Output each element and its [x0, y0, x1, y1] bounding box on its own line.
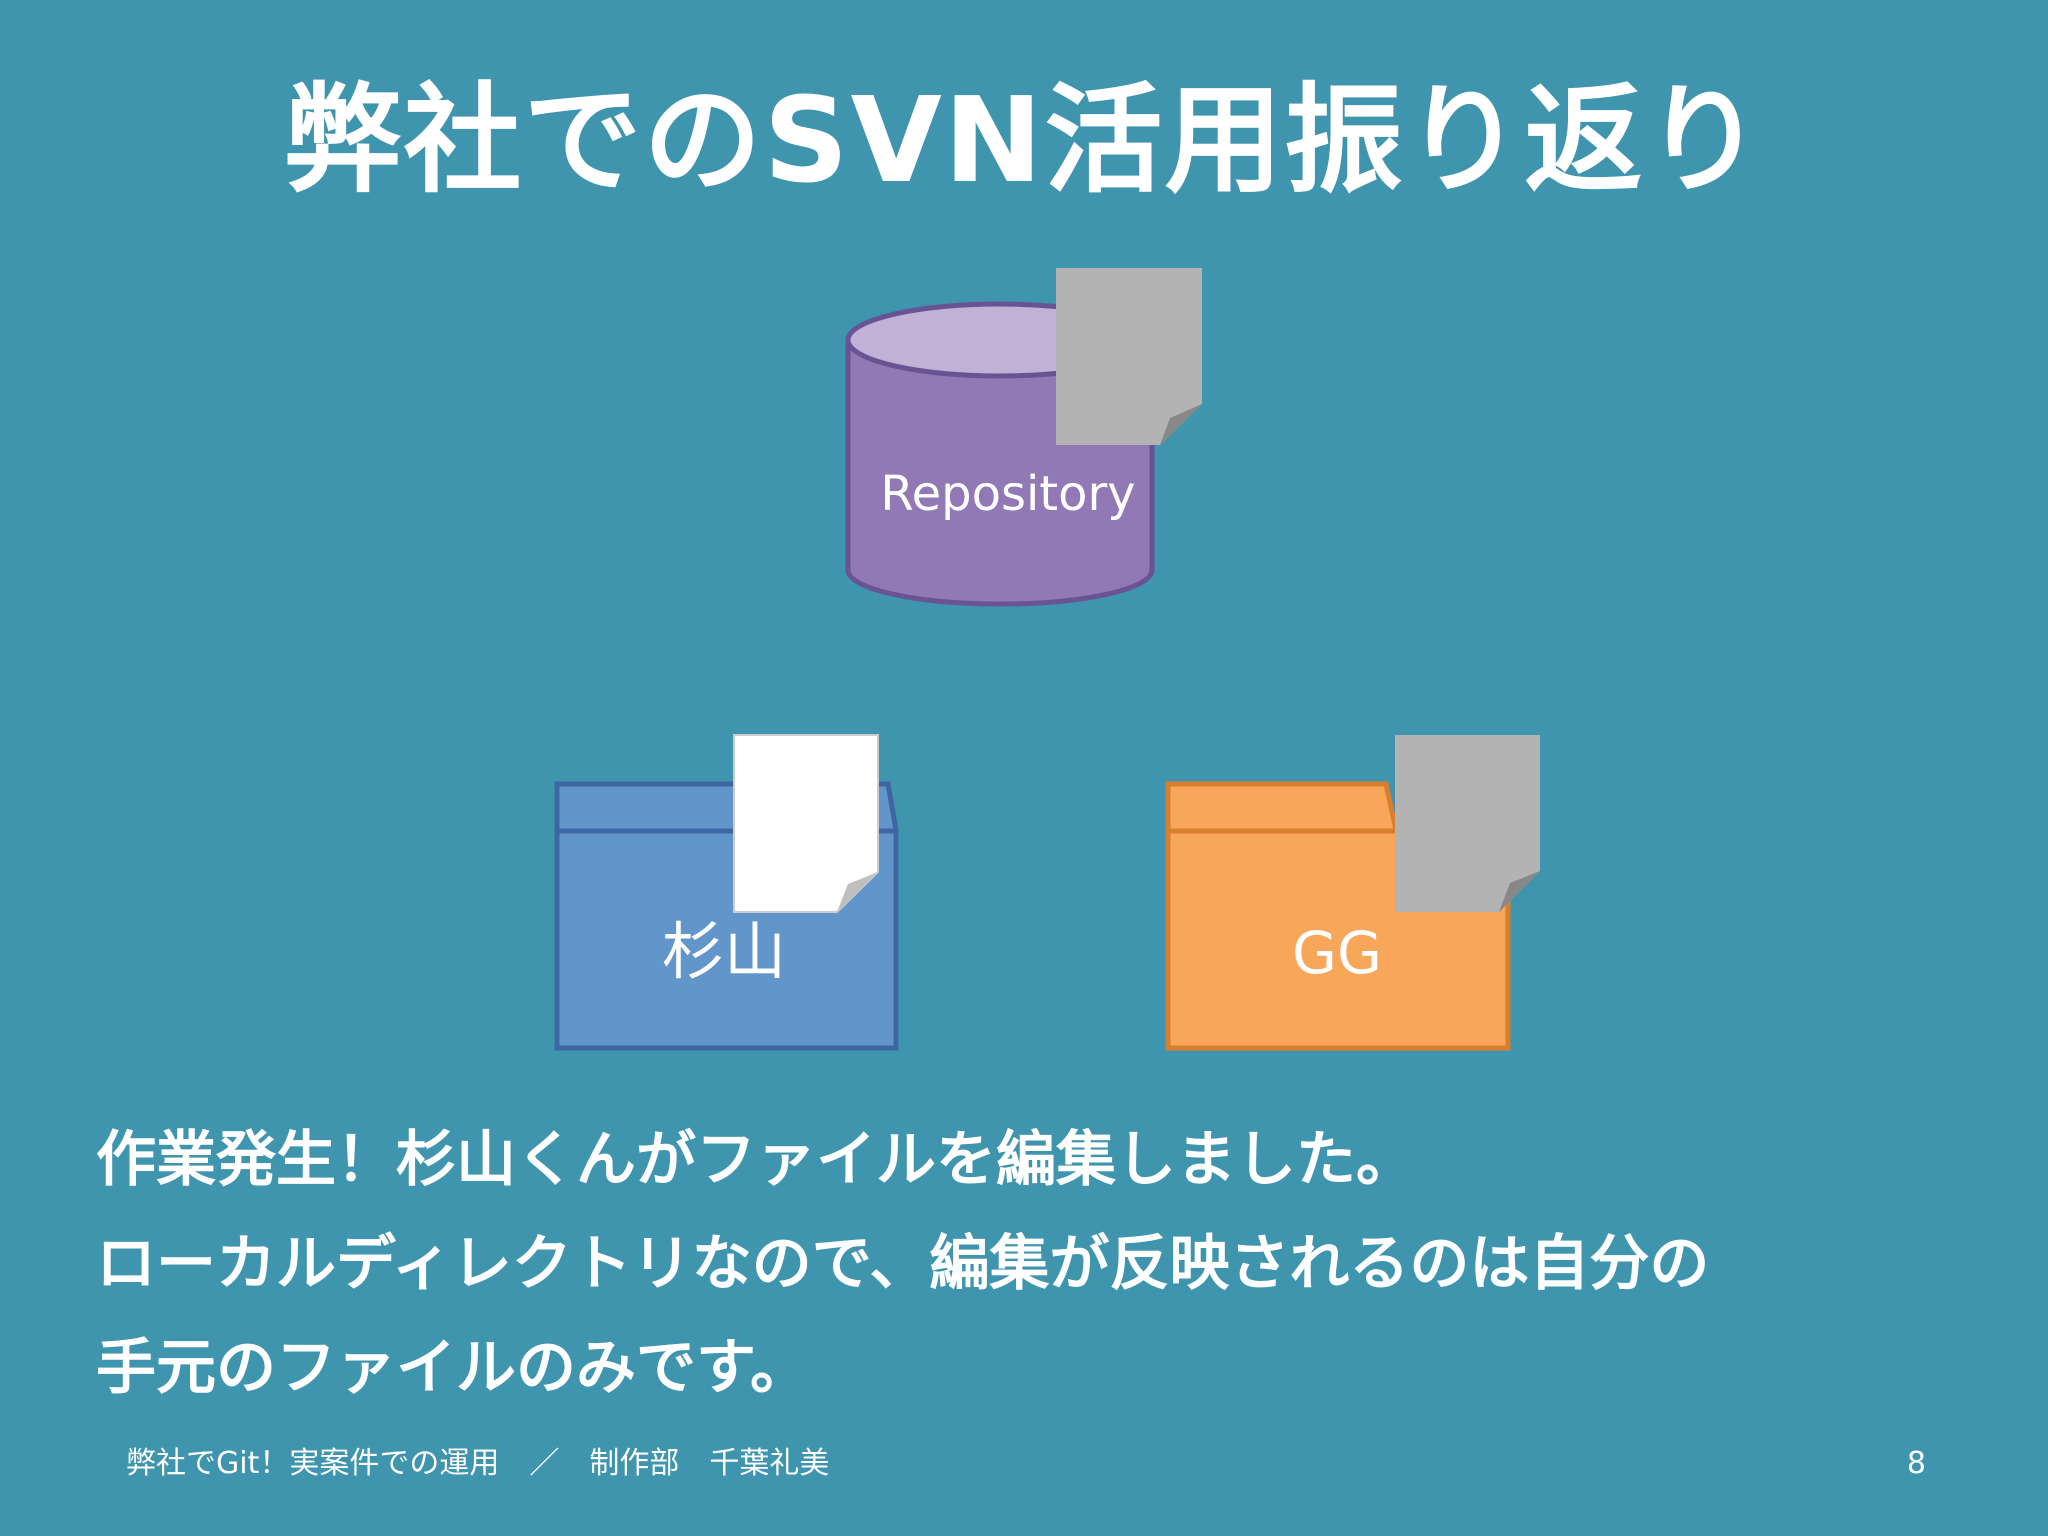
- slide-title: 弊社でのSVN活用振り返り: [283, 71, 1765, 209]
- slide-footer: 弊社でGit！実案件での運用 ／ 制作部 千葉礼美: [126, 1446, 830, 1481]
- body-line-local-files: 手元のファイルのみです。: [96, 1333, 810, 1403]
- repository-label: Repository: [880, 466, 1135, 522]
- sugiyama-document-icon: [733, 734, 879, 913]
- body-line-edit: 作業発生！杉山くんがファイルを編集しました。: [96, 1125, 1416, 1195]
- gg-document-icon: [1395, 735, 1540, 912]
- body-line-local-directory: ローカルディレクトリなので、編集が反映されるのは自分の: [96, 1229, 1710, 1299]
- slide-body-text: 作業発生！杉山くんがファイルを編集しました。 ローカルディレクトリなので、編集が…: [96, 1108, 1976, 1420]
- repository-document-icon: [1056, 268, 1202, 445]
- gg-folder-label: GG: [1292, 919, 1382, 987]
- sugiyama-folder-label: 杉山: [662, 915, 786, 988]
- page-number: 8: [1906, 1446, 1926, 1481]
